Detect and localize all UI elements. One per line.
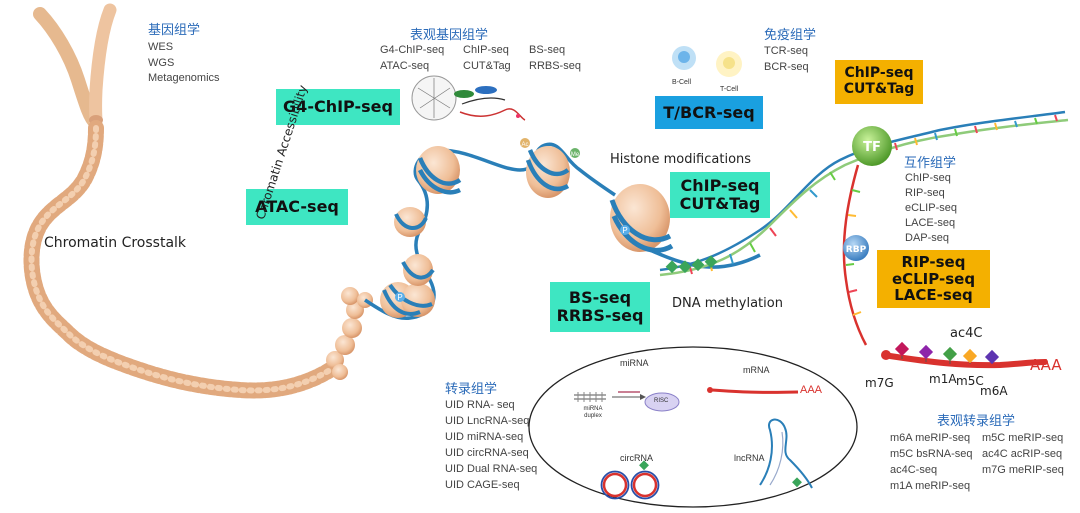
modified-mrna	[881, 341, 1048, 369]
list-item: m7G meRIP-seq	[982, 464, 1064, 476]
list-item: ac4C acRIP-seq	[982, 448, 1063, 460]
list-item: ac4C-seq	[890, 464, 938, 476]
list-item: UID circRNA-seq	[445, 447, 529, 459]
svg-text:P: P	[622, 226, 627, 235]
chromosome	[33, 3, 117, 129]
list-item: Metagenomics	[148, 72, 220, 84]
epitranscriptomics-title: 表观转录组学	[937, 414, 1016, 429]
list-item: UID RNA- seq	[445, 399, 515, 411]
interactomics-list: ChIP-seq RIP-seq eCLIP-seq LACE-seq DAP-…	[905, 171, 957, 246]
list-item: UID Dual RNA-seq	[445, 463, 538, 475]
immunomics-list: TCR-seq BCR-seq	[764, 44, 809, 75]
list-item: G4-ChIP-seq	[380, 44, 445, 56]
genomics-list: WES WGS Metagenomics	[148, 40, 220, 87]
genomics-title: 基因组学	[148, 23, 201, 38]
list-item: m1A meRIP-seq	[890, 480, 971, 492]
list-item: UID LncRNA-seq	[445, 415, 530, 427]
poly-a-label: AAA	[1030, 356, 1062, 374]
circrna-label: circRNA	[620, 453, 653, 463]
risc-label: RISC	[654, 398, 669, 404]
g4-chip-seq-badge: G4-ChIP-seq	[276, 89, 400, 125]
list-item: m6A meRIP-seq	[890, 432, 971, 444]
lncrna-label: lncRNA	[734, 453, 765, 463]
nucleosome-beads	[326, 287, 373, 380]
svg-text:RBP: RBP	[846, 245, 867, 255]
list-item: eCLIP-seq	[905, 202, 957, 214]
list-item: TCR-seq	[764, 45, 809, 57]
list-item: DAP-seq	[905, 232, 950, 244]
dna-double-helix	[659, 110, 1069, 277]
immune-cells	[672, 46, 742, 77]
m7g-label: m7G	[865, 376, 894, 390]
chromatin-fiber	[23, 120, 338, 399]
list-item: ATAC-seq	[380, 59, 430, 72]
epitranscriptomics-list: m6A meRIP-seq m5C meRIP-seq m5C bsRNA-se…	[890, 430, 1064, 494]
nucleosome	[394, 207, 428, 237]
epigenomics-title: 表观基因组学	[410, 28, 489, 43]
interactomics-title: 互作组学	[904, 156, 957, 171]
list-item: RIP-seq	[905, 187, 945, 199]
g4-graphic	[411, 75, 526, 121]
list-item: CUT&Tag	[463, 59, 511, 72]
b-cell-label: B-Cell	[672, 79, 692, 86]
histone-modifications-label: Histone modifications	[610, 152, 752, 167]
list-item: BCR-seq	[764, 60, 809, 73]
nucleosome	[525, 146, 570, 198]
list-item: BS-seq	[529, 44, 566, 56]
phospho-marks: P P Ac Me	[395, 138, 630, 302]
list-item: UID CAGE-seq	[445, 479, 520, 491]
svg-text:TF: TF	[863, 140, 881, 155]
list-item: m5C meRIP-seq	[982, 432, 1064, 444]
list-item: WGS	[148, 56, 175, 69]
transcriptomics-title: 转录组学	[445, 382, 498, 397]
list-item: ChIP-seq	[463, 44, 509, 56]
immunomics-title: 免疫组学	[764, 28, 817, 43]
mrna-label: mRNA	[743, 365, 770, 375]
list-item: LACE-seq	[905, 217, 956, 229]
tbcr-seq-badge: T/BCR-seq	[655, 96, 763, 129]
list-item: ChIP-seq	[905, 172, 951, 184]
rna-types-panel	[528, 346, 858, 508]
svg-text:Me: Me	[571, 152, 580, 158]
list-item: m5C bsRNA-seq	[890, 448, 973, 460]
svg-text:P: P	[397, 293, 402, 302]
mirna-duplex-label: miRNA duplex	[583, 406, 603, 419]
list-item: WES	[148, 41, 174, 53]
tf-protein: TF	[852, 126, 892, 166]
transcriptomics-list: UID RNA- seq UID LncRNA-seq UID miRNA-se…	[445, 397, 537, 493]
dna-methylation-label: DNA methylation	[672, 296, 783, 311]
list-item: RRBS-seq	[529, 59, 581, 72]
chromatin-crosstalk-label: Chromatin Crosstalk	[44, 235, 187, 251]
m5c-label: m5C	[956, 374, 984, 388]
nucleosome	[401, 254, 435, 286]
m6a-label: m6A	[980, 384, 1008, 398]
nucleosome	[609, 184, 674, 253]
mirna-label: miRNA	[620, 358, 649, 368]
nucleosome	[416, 146, 462, 195]
epigenomics-list: G4-ChIP-seq ChIP-seq BS-seq ATAC-seq CUT…	[380, 43, 581, 74]
list-item: UID miRNA-seq	[445, 431, 524, 443]
mrna-poly-a-label: AAA	[800, 384, 823, 396]
nucleosome	[380, 282, 435, 318]
rbp-protein: RBP	[843, 235, 869, 261]
ac4c-label: ac4C	[950, 326, 983, 341]
atac-seq-badge: ATAC-seq	[246, 189, 348, 225]
svg-text:Ac: Ac	[521, 142, 528, 148]
t-cell-label: T-Cell	[720, 86, 739, 93]
m1a-label: m1A	[929, 372, 957, 386]
